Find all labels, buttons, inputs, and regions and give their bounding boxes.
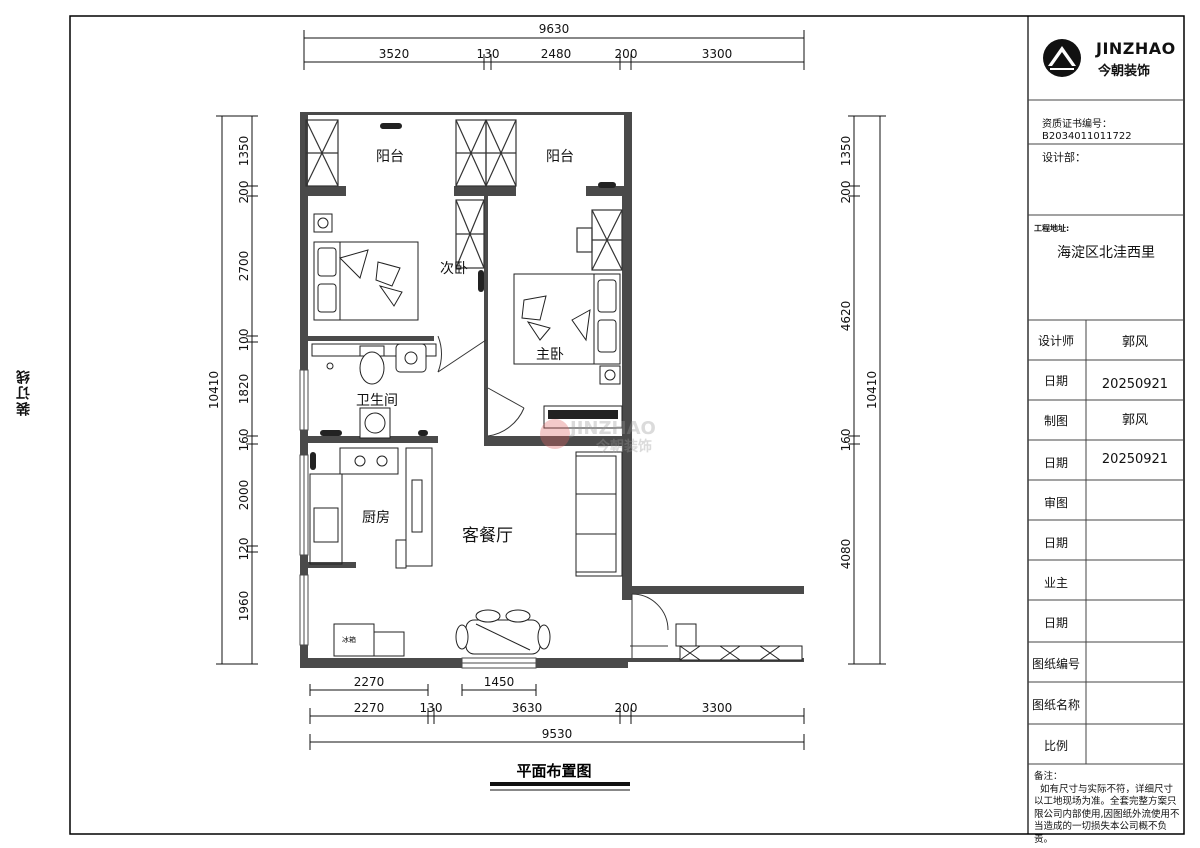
row-label-drawing-number: 图纸编号 [1031, 657, 1080, 671]
dim-left-5: 160 [237, 429, 251, 452]
sofa [575, 451, 623, 577]
dim-bottom-4: 3300 [702, 701, 733, 715]
master-bedroom-bed [513, 273, 621, 385]
kitchen-fixtures [309, 447, 433, 657]
second-bedroom-bed [313, 213, 419, 321]
dim-bottom-2: 3630 [512, 701, 543, 715]
cert-block: 资质证书编号： B2034011011722 [1042, 119, 1132, 143]
row-value-date-2: 20250921 [1101, 452, 1169, 467]
dim-right-0: 1350 [839, 136, 853, 167]
row-value-date-1: 20250921 [1101, 377, 1169, 392]
label-second-bedroom: 次卧 [440, 261, 468, 277]
dim-right-2: 4620 [839, 301, 853, 332]
row-label-date-3: 日期 [1043, 536, 1068, 550]
dim-top-1: 130 [477, 47, 500, 61]
watermark: JINZHAO 今朝装饰 [540, 418, 656, 455]
bottom-window [461, 657, 537, 669]
design-dept-label: 设计部： [1042, 151, 1086, 164]
logo-brand-en: JINZHAO [1096, 39, 1176, 58]
doors [437, 335, 669, 658]
balcony-cabinets [305, 119, 623, 271]
watermark-en: JINZHAO [568, 418, 656, 439]
row-label-date-4: 日期 [1043, 616, 1068, 630]
dim-top-total: 9630 [539, 22, 570, 36]
bathroom-fixtures [311, 343, 437, 439]
dim-left-total: 10410 [207, 371, 221, 409]
label-kitchen: 厨房 [362, 510, 390, 526]
walls [300, 112, 804, 668]
plan-title-underline [490, 782, 630, 786]
dim-bottom-3: 200 [615, 701, 638, 715]
notes-text: 如有尺寸与实际不符，详细尺寸以工地现场为准。全套完整方案只限公司内部使用,因图纸… [1034, 783, 1180, 845]
notes-label: 备注： [1034, 771, 1063, 782]
row-value-designer: 郭风 [1121, 335, 1148, 350]
left-windows [299, 369, 309, 646]
label-fridge: 冰箱 [342, 635, 356, 644]
watermark-cn: 今朝装饰 [595, 438, 652, 455]
dim-right-total: 10410 [865, 371, 879, 409]
dim-left-4: 1820 [237, 374, 251, 405]
dimension-labels: 9630 3520 130 2480 200 3300 2270 1450 22… [354, 22, 733, 741]
label-living-dining: 客餐厅 [462, 526, 513, 546]
logo-brand-cn: 今朝装饰 [1098, 64, 1151, 79]
dim-bottom-kitchen: 2270 [354, 675, 385, 689]
plan-title: 平面布置图 [516, 762, 591, 780]
tv-cabinet [543, 405, 623, 429]
radiators [310, 123, 616, 470]
row-label-scale: 比例 [1043, 739, 1068, 753]
label-bathroom: 卫生间 [356, 393, 398, 409]
title-block-grid [1028, 99, 1184, 765]
room-labels: 阳台 阳台 次卧 主卧 卫生间 厨房 客餐厅 冰箱 [342, 149, 574, 644]
dim-bottom-1: 130 [420, 701, 443, 715]
row-label-designer: 设计师 [1037, 334, 1074, 348]
dim-top-3: 200 [615, 47, 638, 61]
project-address: 海淀区北洼西里 [1057, 245, 1155, 261]
row-label-date-2: 日期 [1043, 456, 1068, 470]
row-label-drawing-name: 图纸名称 [1031, 698, 1080, 712]
title-block: JINZHAO 今朝装饰 资质证书编号： B2034011011722 设计部：… [1028, 16, 1184, 845]
dim-top-2: 2480 [541, 47, 572, 61]
dim-left-3: 100 [237, 329, 251, 352]
label-balcony-left: 阳台 [376, 149, 404, 165]
row-label-date-1: 日期 [1043, 374, 1068, 388]
dim-left-8: 1960 [237, 591, 251, 622]
row-label-drafter: 制图 [1043, 414, 1068, 428]
cert-label: 资质证书编号： [1042, 119, 1112, 130]
entry-cabinet [675, 623, 803, 661]
dim-bottom-total: 9530 [542, 727, 573, 741]
label-master-bedroom: 主卧 [536, 347, 564, 363]
dim-top-4: 3300 [702, 47, 733, 61]
dim-left-1: 200 [237, 181, 251, 204]
dim-bottom-0: 2270 [354, 701, 385, 715]
row-value-drafter: 郭风 [1121, 413, 1148, 428]
dim-left-7: 120 [237, 538, 251, 561]
row-label-reviewer: 审图 [1043, 496, 1068, 510]
dim-right-4: 4080 [839, 539, 853, 570]
notes-block: 备注： 如有尺寸与实际不符，详细尺寸以工地现场为准。全套完整方案只限公司内部使用… [1034, 771, 1182, 846]
cert-number: B2034011011722 [1042, 131, 1132, 142]
dimension-lines [216, 30, 886, 750]
dimension-labels-left: 10410 1350 200 2700 100 1820 160 2000 12… [207, 136, 251, 622]
dim-left-6: 2000 [237, 480, 251, 511]
label-balcony-right: 阳台 [546, 149, 574, 165]
dining-table [455, 609, 551, 655]
dim-left-2: 2700 [237, 251, 251, 282]
project-address-label: 工程地址: [1034, 224, 1070, 233]
dimension-labels-right: 10410 1350 200 4620 160 4080 [839, 136, 879, 570]
row-label-owner: 业主 [1043, 576, 1068, 590]
dim-bottom-window: 1450 [484, 675, 515, 689]
dim-top-0: 3520 [379, 47, 410, 61]
drawing-frame [69, 15, 1185, 835]
dim-right-3: 160 [839, 429, 853, 452]
jinzhao-logo-icon [1043, 39, 1081, 77]
dim-left-0: 1350 [237, 136, 251, 167]
dim-right-1: 200 [839, 181, 853, 204]
